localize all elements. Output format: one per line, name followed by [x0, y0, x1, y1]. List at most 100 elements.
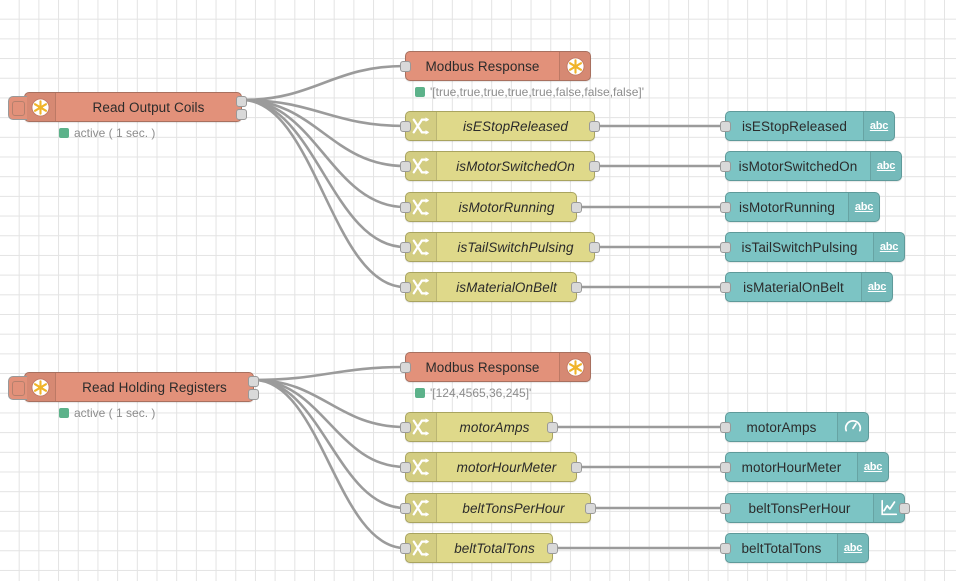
abc-glyph: abc: [843, 542, 863, 554]
input-port[interactable]: [720, 282, 731, 293]
change-node-1-2[interactable]: beltTonsPerHour: [400, 493, 596, 523]
modbus-response-node-1[interactable]: Modbus Response: [400, 352, 591, 382]
output-port[interactable]: [899, 503, 910, 514]
input-port[interactable]: [720, 161, 731, 172]
node-label: motorAmps: [459, 419, 530, 435]
dashboard-node-1-1[interactable]: motorHourMeter abc: [720, 452, 889, 482]
node-label: Modbus Response: [425, 58, 540, 74]
swap-change-icon: [406, 494, 437, 522]
input-port[interactable]: [400, 362, 411, 373]
output-port-2[interactable]: [236, 109, 247, 120]
wire: [252, 378, 407, 469]
input-port[interactable]: [400, 503, 411, 514]
wire: [240, 98, 407, 168]
output-port[interactable]: [585, 503, 596, 514]
abc-text-icon: abc: [861, 273, 892, 301]
swap-change-icon: [406, 413, 437, 441]
node-label: motorHourMeter: [741, 459, 842, 475]
dashboard-node-1-0[interactable]: motorAmps: [720, 412, 869, 442]
wire: [252, 378, 407, 510]
abc-glyph: abc: [867, 281, 887, 293]
input-port[interactable]: [720, 503, 731, 514]
output-port[interactable]: [547, 543, 558, 554]
dashboard-node-1-2[interactable]: beltTonsPerHour: [720, 493, 910, 523]
output-port-1[interactable]: [236, 96, 247, 107]
node-label: beltTotalTons: [454, 540, 535, 556]
node-label: isMotorRunning: [458, 199, 555, 215]
swap-change-icon: [406, 193, 437, 221]
change-node-0-4[interactable]: isMaterialOnBelt: [400, 272, 582, 302]
output-port[interactable]: [571, 202, 582, 213]
input-port[interactable]: [400, 61, 411, 72]
node-label: isEStopReleased: [462, 118, 569, 134]
abc-glyph: abc: [876, 160, 896, 172]
modbus-asterisk-icon: [559, 353, 590, 381]
input-port[interactable]: [400, 161, 411, 172]
input-port[interactable]: [720, 121, 731, 132]
input-port[interactable]: [720, 422, 731, 433]
status-dot-icon: [415, 87, 425, 97]
input-port[interactable]: [400, 462, 411, 473]
swap-change-icon: [406, 152, 437, 180]
abc-text-icon: abc: [870, 152, 901, 180]
node-label: beltTonsPerHour: [748, 500, 851, 516]
node-label: isMotorSwitchedOn: [738, 158, 858, 174]
dashboard-node-0-1[interactable]: isMotorSwitchedOn abc: [720, 151, 902, 181]
output-port[interactable]: [571, 462, 582, 473]
output-port-1[interactable]: [248, 376, 259, 387]
swap-change-icon: [406, 233, 437, 261]
node-label: Read Output Coils: [92, 99, 205, 115]
node-label: isMotorRunning: [739, 199, 835, 215]
output-port[interactable]: [589, 242, 600, 253]
change-node-1-1[interactable]: motorHourMeter: [400, 452, 582, 482]
abc-glyph: abc: [854, 201, 874, 213]
change-node-0-1[interactable]: isMotorSwitchedOn: [400, 151, 600, 181]
inject-node-status-0: active ( 1 sec. ): [59, 126, 155, 140]
input-port[interactable]: [720, 242, 731, 253]
output-port-2[interactable]: [248, 389, 259, 400]
wire: [240, 64, 407, 102]
gauge-icon: [837, 413, 868, 441]
input-port[interactable]: [400, 543, 411, 554]
wire: [240, 98, 407, 249]
input-port[interactable]: [720, 543, 731, 554]
output-port[interactable]: [589, 121, 600, 132]
modbus-asterisk-icon: [559, 52, 590, 80]
inject-node-1[interactable]: Read Holding Registers: [8, 372, 259, 402]
input-port[interactable]: [720, 462, 731, 473]
input-port[interactable]: [400, 242, 411, 253]
node-label: isEStopReleased: [741, 118, 848, 134]
input-port[interactable]: [400, 202, 411, 213]
input-port[interactable]: [400, 121, 411, 132]
node-label: beltTonsPerHour: [462, 500, 565, 516]
modbus-response-node-0[interactable]: Modbus Response: [400, 51, 591, 81]
change-node-1-0[interactable]: motorAmps: [400, 412, 558, 442]
change-node-1-3[interactable]: beltTotalTons: [400, 533, 558, 563]
inject-node-0[interactable]: Read Output Coils: [8, 92, 247, 122]
output-port[interactable]: [589, 161, 600, 172]
input-port[interactable]: [400, 282, 411, 293]
change-node-0-0[interactable]: isEStopReleased: [400, 111, 600, 141]
change-node-0-2[interactable]: isMotorRunning: [400, 192, 582, 222]
status-text: '[true,true,true,true,true,false,false,f…: [430, 85, 645, 99]
inject-trigger-button[interactable]: [8, 376, 27, 400]
output-port[interactable]: [571, 282, 582, 293]
dashboard-node-0-2[interactable]: isMotorRunning abc: [720, 192, 880, 222]
input-port[interactable]: [400, 422, 411, 433]
wire: [240, 98, 407, 209]
input-port[interactable]: [720, 202, 731, 213]
abc-text-icon: abc: [857, 453, 888, 481]
change-node-0-3[interactable]: isTailSwitchPulsing: [400, 232, 600, 262]
status-text: active ( 1 sec. ): [74, 406, 156, 420]
output-port[interactable]: [547, 422, 558, 433]
inject-trigger-button[interactable]: [8, 96, 27, 120]
node-label: motorAmps: [746, 419, 817, 435]
abc-text-icon: abc: [837, 534, 868, 562]
wire: [252, 365, 407, 382]
inject-node-status-1: active ( 1 sec. ): [59, 406, 155, 420]
